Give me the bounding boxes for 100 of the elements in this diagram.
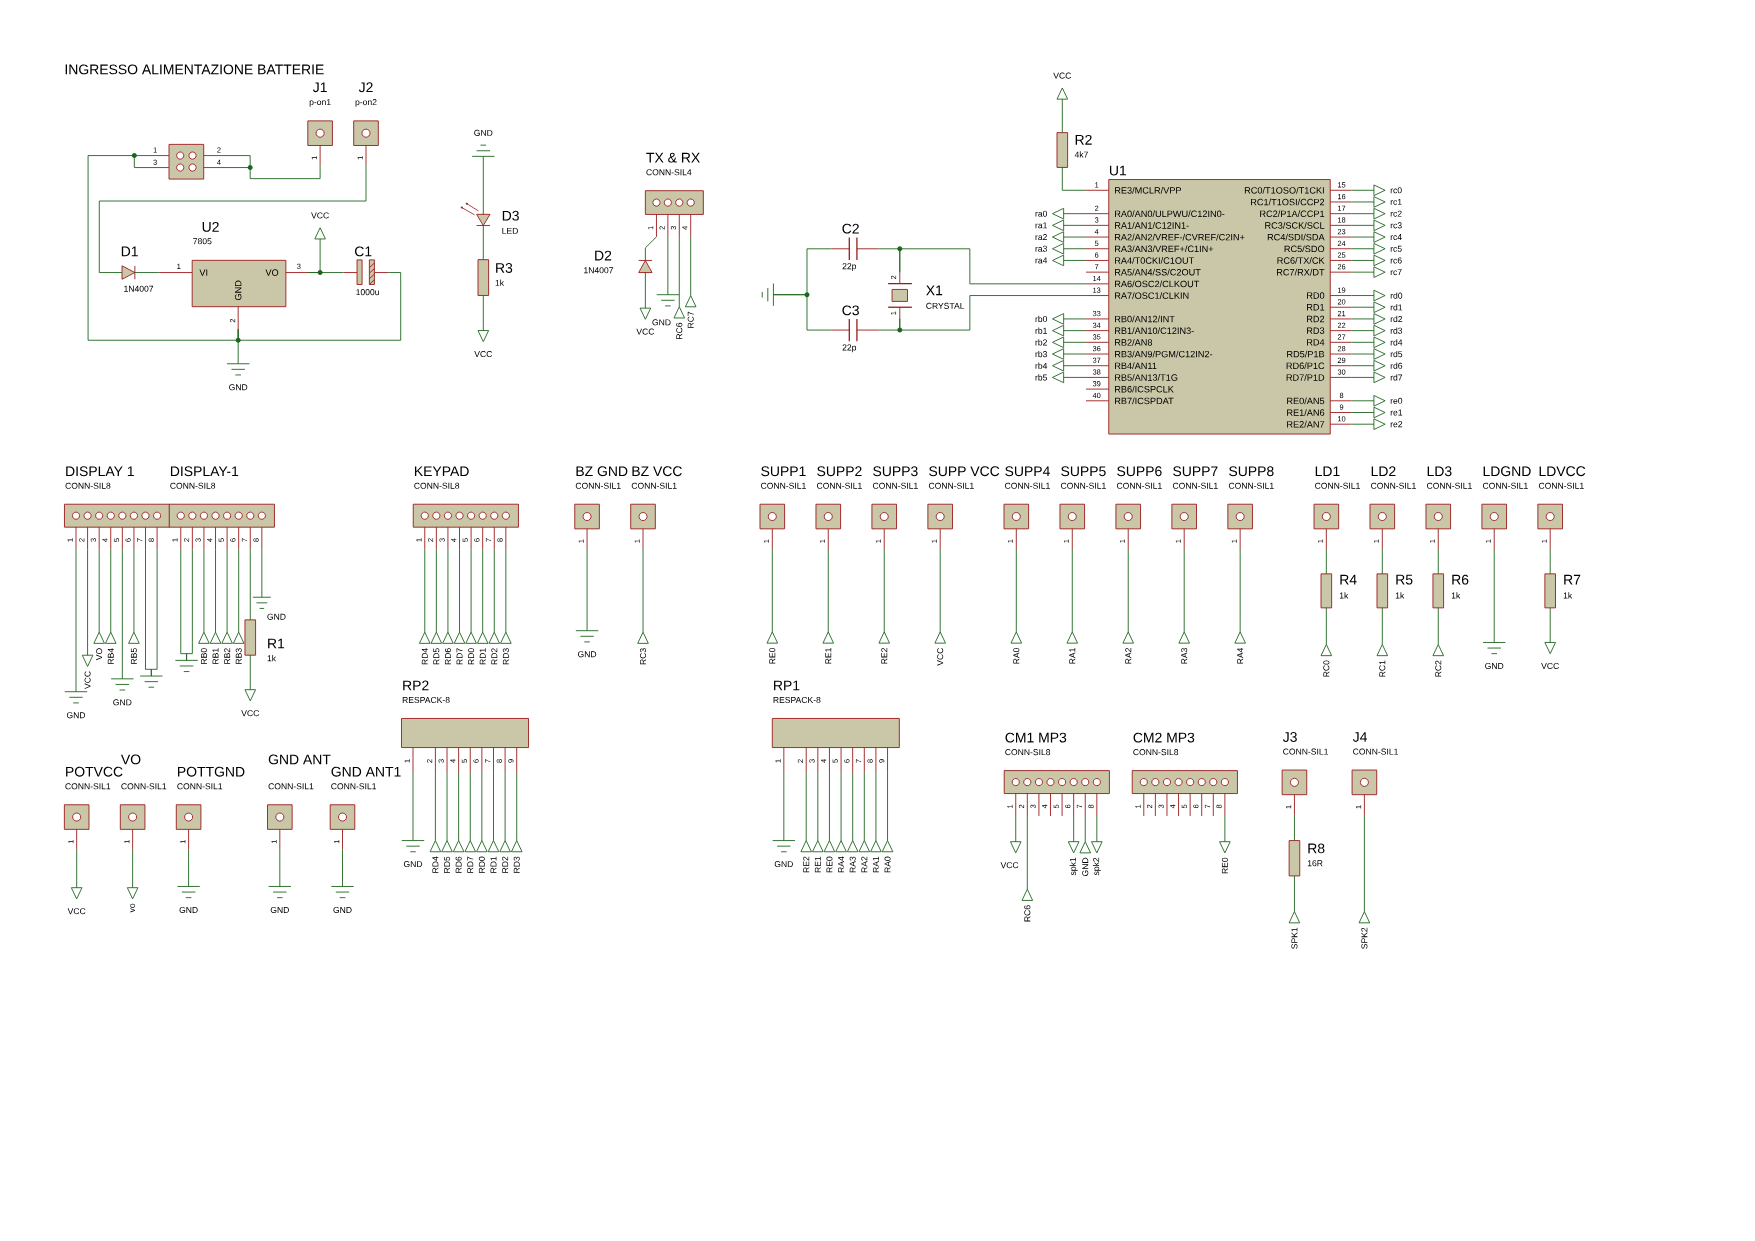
wire xyxy=(435,548,437,633)
node-label: 16R xyxy=(1307,860,1323,867)
node-label: D1 xyxy=(121,246,138,257)
wire xyxy=(87,548,89,656)
ground-symbol xyxy=(761,282,774,307)
wire xyxy=(817,771,819,841)
net-label: RB4 xyxy=(105,631,117,664)
net-label: RA4 xyxy=(835,840,847,873)
node-label: CONN-SIL1 xyxy=(761,482,806,489)
wire xyxy=(424,548,426,633)
node-label: CM2 MP3 xyxy=(1133,732,1195,743)
node-label: R6 xyxy=(1452,574,1469,585)
net-label: RD4 xyxy=(419,631,431,665)
net-label: RB1 xyxy=(209,631,222,664)
net-label: RA0 xyxy=(1010,631,1023,664)
node-label: R3 xyxy=(496,262,513,273)
node-label: BZ GND xyxy=(576,466,628,477)
net-label: ra2 xyxy=(1035,231,1065,243)
node-label: CONN-SIL8 xyxy=(414,482,460,489)
wire xyxy=(469,771,471,841)
net-label: ra1 xyxy=(1035,219,1065,231)
wire xyxy=(1063,248,1087,250)
net-label: RA2 xyxy=(1122,631,1134,664)
node-label: SUPP4 xyxy=(1005,466,1050,477)
resistor: R6 1k xyxy=(1432,573,1469,609)
net-label: RD2 xyxy=(499,840,511,873)
power-port: VCC xyxy=(474,329,492,357)
net-label: RA3 xyxy=(846,840,859,873)
wire xyxy=(667,236,669,296)
node-label: CONN-SIL1 xyxy=(1353,748,1398,755)
wire xyxy=(493,548,495,633)
net-label: RB0 xyxy=(198,631,210,664)
net-label: RB3 xyxy=(232,631,245,664)
power-port: VCC xyxy=(1000,841,1022,869)
node-label: DISPLAY 1 xyxy=(66,466,134,477)
net-label: re1 xyxy=(1373,406,1403,419)
net-label: RD7 xyxy=(464,840,476,873)
wire xyxy=(1381,548,1383,575)
node-label: CONN-SIL1 xyxy=(65,783,111,790)
wire xyxy=(840,771,842,841)
wire xyxy=(1351,306,1375,308)
wire xyxy=(883,548,885,633)
net-label: RB5 xyxy=(128,631,140,664)
node-label: VCC xyxy=(1000,862,1019,869)
wire xyxy=(188,848,190,887)
wire xyxy=(261,548,263,598)
node-label: J2 xyxy=(358,82,373,93)
net-label: rb0 xyxy=(1035,313,1065,325)
wire xyxy=(470,548,472,633)
net-label: rd6 xyxy=(1373,359,1403,372)
wire xyxy=(1351,224,1375,226)
wire xyxy=(249,165,321,179)
wire xyxy=(1015,548,1017,633)
wire xyxy=(1351,376,1375,378)
wire xyxy=(238,548,240,633)
wire xyxy=(805,771,807,841)
wire xyxy=(1063,213,1087,214)
wire xyxy=(827,548,829,633)
net-label: rc4 xyxy=(1373,231,1402,243)
wire xyxy=(1096,815,1098,842)
node-label: LDVCC xyxy=(1539,466,1586,477)
wire xyxy=(1351,213,1375,214)
node-label: J3 xyxy=(1282,731,1297,742)
net-label: RD6 xyxy=(442,631,454,665)
wire xyxy=(493,771,494,841)
net-label: RC7 xyxy=(684,295,697,328)
wire xyxy=(1549,548,1551,575)
node-label: CONN-SIL4 xyxy=(646,169,692,176)
net-label: rc5 xyxy=(1373,242,1402,255)
wire xyxy=(783,771,785,841)
wire xyxy=(829,771,830,841)
wire xyxy=(110,548,112,633)
wire xyxy=(1015,815,1017,842)
net-label: rd4 xyxy=(1373,336,1403,348)
wire xyxy=(482,155,484,215)
resistor: R7 1k xyxy=(1544,573,1581,609)
wire xyxy=(1549,607,1551,643)
node-label: VCC xyxy=(67,908,86,915)
net-label: RD0 xyxy=(476,840,488,873)
node-label: X1 xyxy=(926,285,943,296)
net-label: rd1 xyxy=(1373,301,1403,313)
node-label: R1 xyxy=(268,638,285,649)
wire xyxy=(1063,259,1087,261)
node-label: CONN-SIL8 xyxy=(1005,748,1051,756)
power-port: RE0 xyxy=(1219,841,1231,874)
net-label: rb3 xyxy=(1035,348,1065,360)
wire xyxy=(1351,236,1375,238)
wire xyxy=(279,848,281,887)
section-title: INGRESSO ALIMENTAZIONE BATTERIE xyxy=(65,64,324,75)
wire xyxy=(678,236,680,308)
net-label: rd2 xyxy=(1373,313,1403,325)
power-port: VCC xyxy=(81,654,94,689)
node-label: CONN-SIL1 xyxy=(1228,482,1274,489)
node-label: VCC xyxy=(241,710,259,717)
node-label: R8 xyxy=(1308,843,1325,854)
node-label: CM1 MP3 xyxy=(1005,732,1067,743)
node-label: LD2 xyxy=(1371,466,1396,476)
resistor: R1 1k xyxy=(244,619,285,662)
node-label: 1k xyxy=(495,279,505,286)
power-port: VCC xyxy=(1053,72,1071,100)
